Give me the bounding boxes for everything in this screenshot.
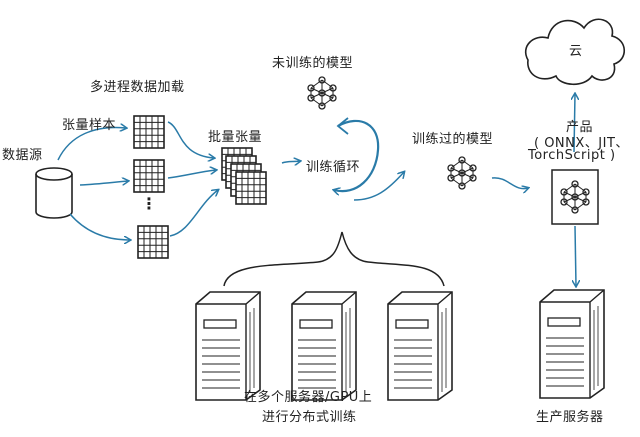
product-box xyxy=(551,169,599,225)
tensor-sample-1 xyxy=(133,115,165,149)
tensor-sample-3 xyxy=(137,225,169,259)
training-server-3 xyxy=(387,291,453,401)
data-source-cylinder xyxy=(35,167,73,219)
tensor-sample-2 xyxy=(133,159,165,193)
label-distributed-line1: 在多个服务器/GPU上 xyxy=(244,390,373,405)
arrows-samples-to-batch xyxy=(167,121,218,237)
label-batch-tensor: 批量张量 xyxy=(208,130,263,145)
arrow-batch-to-loop xyxy=(281,161,300,163)
label-distributed-line2: 进行分布式训练 xyxy=(262,410,357,425)
distributed-brace xyxy=(223,231,445,287)
label-multiprocess-loading: 多进程数据加载 xyxy=(90,80,185,95)
label-product-line3: TorchScript ) xyxy=(528,148,616,163)
batch-tensor-stack xyxy=(221,147,267,205)
training-server-1 xyxy=(195,291,261,401)
arrow-product-to-cloud xyxy=(574,94,575,153)
label-training-loop: 训练循环 xyxy=(306,160,361,175)
arrow-trained-to-product xyxy=(491,177,528,189)
arrow-loop-to-trained xyxy=(353,172,404,201)
arrow-product-to-server xyxy=(575,225,576,286)
label-untrained-model: 未训练的模型 xyxy=(272,56,354,71)
label-cloud: 云 xyxy=(569,44,583,59)
label-product-line1: 产品 xyxy=(566,120,594,135)
trained-model-icon xyxy=(447,156,477,190)
training-loop-circle xyxy=(334,120,380,191)
label-product-line2: ( ONNX、JIT、 xyxy=(534,136,629,151)
untrained-model-icon xyxy=(307,76,337,110)
label-data-source: 数据源 xyxy=(2,148,43,163)
training-server-2 xyxy=(291,291,357,401)
production-server xyxy=(539,289,605,399)
label-tensor-sample: 张量样本 xyxy=(62,118,117,133)
label-production-server: 生产服务器 xyxy=(536,410,604,425)
cloud-shape xyxy=(524,18,626,86)
arrows-source-to-samples xyxy=(57,127,130,240)
training-loop-tail xyxy=(336,117,349,135)
label-trained-model: 训练过的模型 xyxy=(412,132,494,147)
ellipsis-more-samples: ⋮ xyxy=(141,194,158,213)
